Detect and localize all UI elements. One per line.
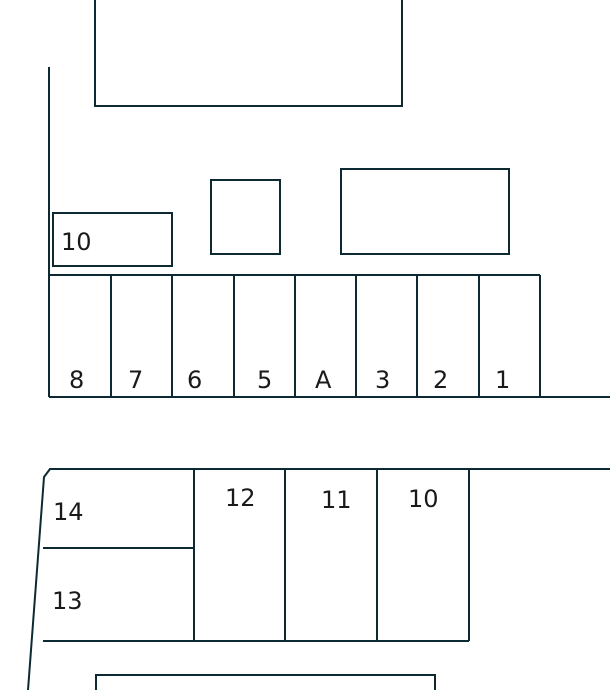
- labeled-box-10[interactable]: 10: [52, 212, 173, 267]
- space-label-14[interactable]: 14: [53, 498, 84, 526]
- space-label-7[interactable]: 7: [128, 366, 143, 394]
- upper-parking-row: [49, 274, 610, 398]
- space-label-5[interactable]: 5: [257, 366, 272, 394]
- space-label-8[interactable]: 8: [69, 366, 84, 394]
- structure-box-wide: [340, 168, 510, 255]
- space-label-11[interactable]: 11: [321, 486, 352, 514]
- space-label-6[interactable]: 6: [187, 366, 202, 394]
- building-bottom: [95, 674, 436, 690]
- space-label-3[interactable]: 3: [375, 366, 390, 394]
- structure-box-small: [210, 179, 281, 255]
- lower-parking-block: [27, 468, 610, 690]
- space-label-2[interactable]: 2: [433, 366, 448, 394]
- space-label-12[interactable]: 12: [225, 484, 256, 512]
- labeled-box-10-label: 10: [61, 228, 92, 256]
- space-label-13[interactable]: 13: [52, 587, 83, 615]
- building-top: [94, 0, 403, 107]
- space-label-a[interactable]: A: [315, 366, 332, 394]
- space-label-1[interactable]: 1: [495, 366, 510, 394]
- space-label-10[interactable]: 10: [408, 485, 439, 513]
